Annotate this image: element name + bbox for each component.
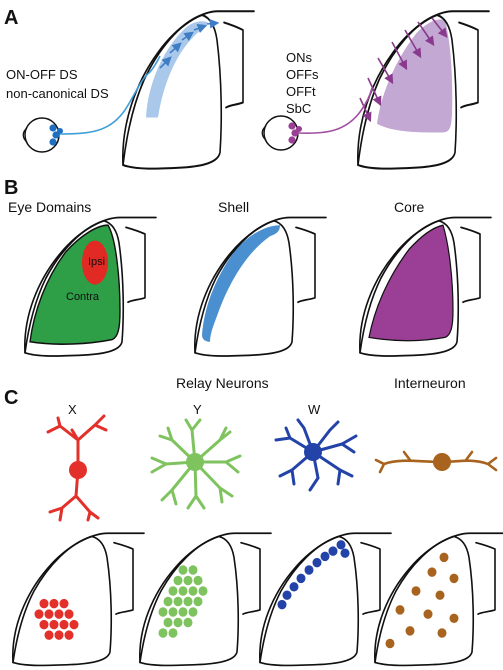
label-x-cell: X bbox=[68, 402, 77, 417]
label-on-off-ds: ON-OFF DS bbox=[6, 67, 78, 82]
interneuron-dots bbox=[385, 552, 459, 649]
lgn-eye-domains bbox=[23, 216, 157, 357]
label-non-canonical-ds: non-canonical DS bbox=[6, 86, 109, 101]
core-region bbox=[368, 224, 454, 342]
lgn-x-distribution bbox=[11, 532, 145, 667]
lgn-y-distribution bbox=[138, 532, 272, 667]
label-ipsi: Ipsi bbox=[88, 256, 105, 268]
panel-a-core-lgn bbox=[356, 10, 490, 170]
title-relay-neurons: Relay Neurons bbox=[176, 375, 269, 391]
lgn-shell bbox=[193, 216, 327, 357]
ipsi-region bbox=[82, 240, 108, 285]
panel-c-letter: C bbox=[4, 387, 18, 409]
x-cell-dots bbox=[34, 598, 79, 640]
panel-a-shell-lgn bbox=[121, 10, 255, 170]
y-neuron bbox=[150, 418, 242, 510]
panel-a-shell-arrows bbox=[159, 18, 220, 69]
core-fill bbox=[377, 19, 453, 133]
lgn-interneuron-distribution bbox=[373, 532, 503, 667]
w-cell-dots bbox=[277, 540, 350, 610]
axon-shell bbox=[59, 55, 161, 135]
axon-core bbox=[297, 87, 373, 135]
lgn-w-distribution bbox=[258, 532, 392, 667]
shell-region bbox=[202, 225, 280, 342]
label-w-cell: W bbox=[308, 402, 321, 417]
interneuron bbox=[374, 450, 498, 474]
shell-fill bbox=[146, 21, 208, 118]
eye-right-core bbox=[261, 115, 302, 151]
lgn-core bbox=[358, 216, 492, 357]
label-offs: OFFs bbox=[286, 67, 319, 82]
panel-c: C Relay Neurons Interneuron X Y W bbox=[4, 375, 503, 667]
panel-a-left-labels: ON-OFF DS non-canonical DS bbox=[6, 67, 109, 101]
label-offt: OFFt bbox=[286, 84, 316, 99]
panel-a-right-labels: ONs OFFs OFFt SbC bbox=[286, 50, 319, 116]
panel-b: B Eye Domains Shell Core Ipsi Contra bbox=[4, 177, 492, 357]
x-neuron bbox=[46, 414, 108, 522]
panel-a: A ON-OFF DS non-canonical DS bbox=[4, 7, 490, 170]
label-sbc: SbC bbox=[286, 101, 311, 116]
title-shell: Shell bbox=[218, 199, 249, 215]
eye-left-shell bbox=[22, 117, 63, 153]
panel-b-letter: B bbox=[4, 177, 18, 199]
w-neuron bbox=[274, 418, 358, 492]
title-core: Core bbox=[394, 199, 425, 215]
label-ons: ONs bbox=[286, 50, 313, 65]
label-contra: Contra bbox=[66, 291, 100, 303]
y-cell-dots bbox=[158, 565, 208, 638]
panel-a-letter: A bbox=[4, 7, 18, 29]
panel-a-core-arrows bbox=[359, 17, 448, 123]
title-eye-domains: Eye Domains bbox=[8, 199, 91, 215]
label-y-cell: Y bbox=[193, 402, 202, 417]
title-interneuron: Interneuron bbox=[394, 375, 466, 391]
